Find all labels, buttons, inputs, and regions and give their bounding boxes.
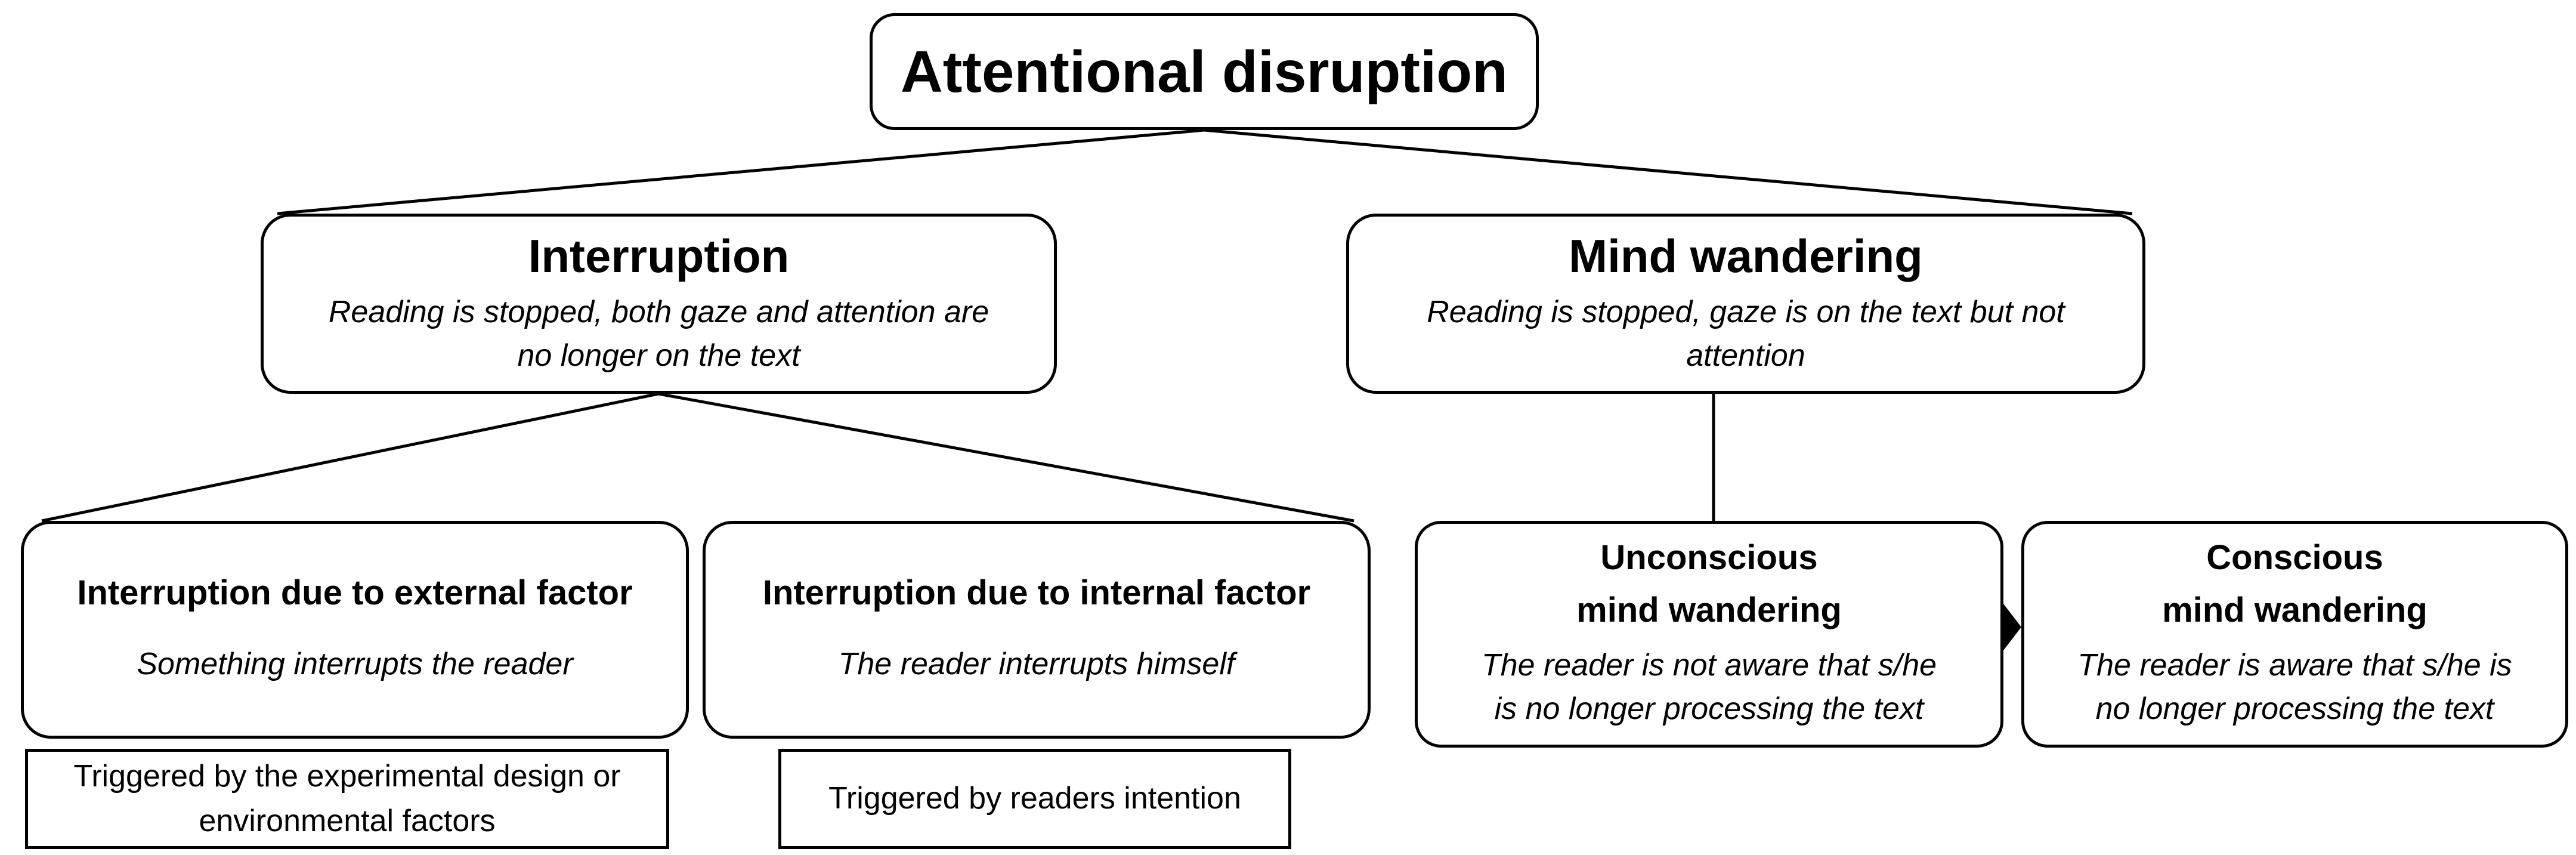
root-node-attentional-disruption: Attentional disruption — [870, 13, 1539, 130]
mind-wandering-description-line1: Reading is stopped, gaze is on the text … — [1427, 295, 2065, 330]
interruption-node: Interruption Reading is stopped, both ga… — [261, 214, 1057, 394]
connector-interruption-external — [41, 392, 659, 523]
interruption-description-line2: no longer on the text — [517, 338, 800, 373]
internal-factor-description: The reader interrupts himself — [838, 647, 1235, 682]
unconscious-description-line1: The reader is not aware that s/he — [1481, 647, 1937, 683]
external-trigger-note-line2: environmental factors — [199, 804, 496, 838]
arrow-unconscious-to-conscious — [2003, 604, 2021, 650]
external-trigger-note-line1: Triggered by the experimental design or — [73, 758, 621, 794]
conscious-title-line1: Conscious — [2206, 538, 2383, 577]
mind-wandering-title: Mind wandering — [1569, 230, 1923, 283]
internal-trigger-note: Triggered by readers intention — [778, 749, 1291, 849]
unconscious-title-line1: Unconscious — [1600, 538, 1818, 577]
internal-factor-title: Interruption due to internal factor — [762, 573, 1311, 612]
internal-trigger-note-text: Triggered by readers intention — [828, 781, 1241, 816]
interruption-title: Interruption — [528, 230, 790, 283]
conscious-description-line1: The reader is aware that s/he is — [2077, 647, 2512, 683]
mind-wandering-node: Mind wandering Reading is stopped, gaze … — [1346, 214, 2145, 394]
connector-interruption-internal — [658, 392, 1355, 523]
external-factor-node: Interruption due to external factor Some… — [21, 521, 689, 739]
conscious-title-line2: mind wandering — [2162, 591, 2427, 630]
interruption-description-line1: Reading is stopped, both gaze and attent… — [328, 295, 989, 330]
conscious-mind-wandering-node: Conscious mind wandering The reader is a… — [2021, 521, 2568, 748]
mind-wandering-description-line2: attention — [1686, 338, 1805, 373]
root-title: Attentional disruption — [901, 38, 1508, 104]
unconscious-title-line2: mind wandering — [1576, 591, 1842, 630]
unconscious-description-line2: is no longer processing the text — [1494, 691, 1924, 726]
connector-root-interruption — [277, 128, 1205, 215]
external-factor-title: Interruption due to external factor — [77, 573, 633, 612]
internal-factor-node: Interruption due to internal factor The … — [703, 521, 1371, 739]
unconscious-mind-wandering-node: Unconscious mind wandering The reader is… — [1415, 521, 2003, 748]
connector-root-mind-wandering — [1204, 128, 2133, 215]
external-factor-description: Something interrupts the reader — [137, 647, 573, 682]
conscious-description-line2: no longer processing the text — [2095, 691, 2494, 726]
external-trigger-note: Triggered by the experimental design or … — [25, 749, 669, 849]
